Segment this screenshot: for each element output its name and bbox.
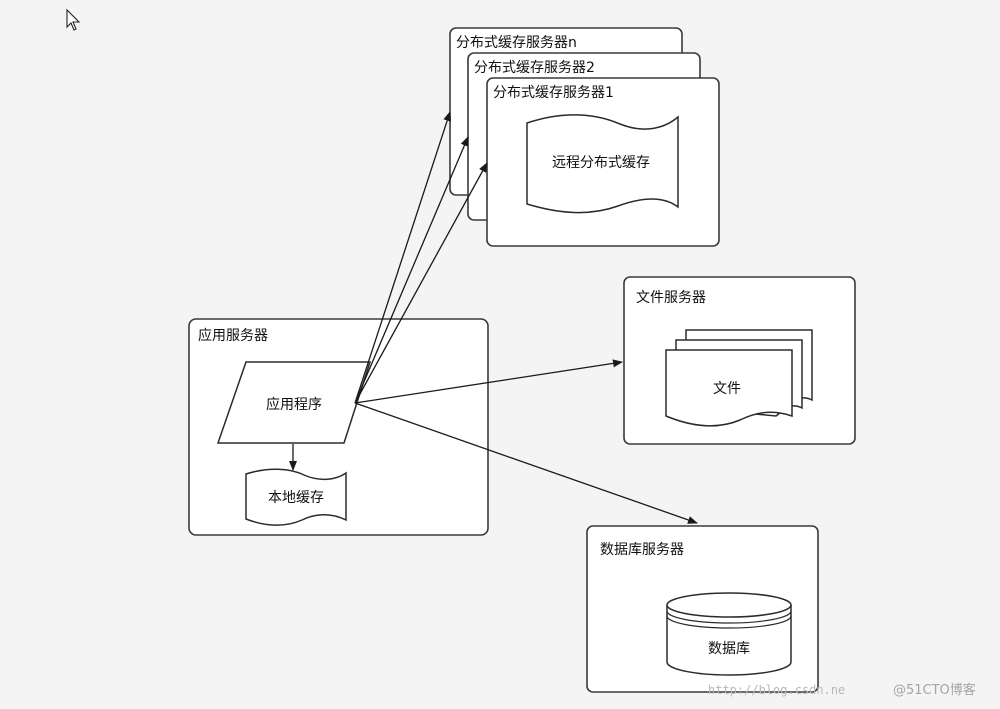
database-label: 数据库 xyxy=(708,641,750,657)
local-cache-label: 本地缓存 xyxy=(268,490,324,506)
app-program-shape xyxy=(216,361,372,444)
app-program-label: 应用程序 xyxy=(266,396,322,413)
cache-server-2-label: 分布式缓存服务器2 xyxy=(474,60,595,76)
file-server-title: 文件服务器 xyxy=(636,290,706,306)
arrow-to-db-server xyxy=(354,402,698,524)
mouse-cursor-icon xyxy=(66,8,81,31)
database-cylinder-icon xyxy=(666,592,792,676)
remote-cache-label: 远程分布式缓存 xyxy=(552,155,650,171)
db-server: 数据库服务器 数据库 xyxy=(586,525,819,693)
db-server-title: 数据库服务器 xyxy=(600,542,684,558)
file-server: 文件服务器 文件 xyxy=(623,276,856,445)
file-stack-icon xyxy=(665,329,813,427)
app-server: 应用服务器 应用程序 本地缓存 xyxy=(188,318,489,536)
local-cache-shape xyxy=(245,468,347,526)
arrow-to-cache-server-1 xyxy=(354,162,488,404)
arrow-to-cache-server-2 xyxy=(354,136,469,404)
watermark-url: http://blog.csdn.ne xyxy=(708,683,845,697)
arrow-to-file-server xyxy=(354,359,623,404)
cache-server-n-label: 分布式缓存服务器n xyxy=(456,35,577,51)
cache-server-stack: 分布式缓存服务器n 分布式缓存服务器2 分布式缓存服务器1 远程分布式缓存 xyxy=(449,27,720,247)
watermark-brand: @51CTO博客 xyxy=(893,682,976,698)
remote-cache-shape xyxy=(526,114,679,214)
app-server-title: 应用服务器 xyxy=(198,327,268,344)
cache-server-1-label: 分布式缓存服务器1 xyxy=(493,85,614,101)
arrow-to-cache-server-n xyxy=(354,111,452,404)
file-label: 文件 xyxy=(713,381,741,397)
connectors xyxy=(354,111,698,524)
